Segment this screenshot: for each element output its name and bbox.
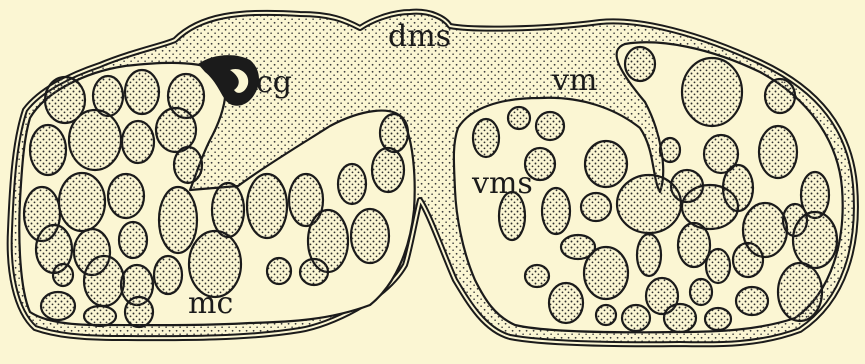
cell-32 [41, 292, 75, 320]
cell-38 [473, 119, 499, 157]
cell-70 [622, 305, 650, 331]
label-vm: vm [551, 63, 597, 98]
cell-59 [637, 234, 661, 276]
cell-13 [159, 187, 197, 253]
cell-47 [759, 126, 797, 178]
cell-31 [300, 259, 328, 285]
cell-17 [338, 164, 366, 204]
cell-67 [778, 263, 822, 321]
label-vms: vms [471, 166, 533, 201]
cell-28 [154, 256, 182, 294]
cell-7 [122, 121, 154, 163]
cell-8 [156, 108, 196, 152]
cell-11 [59, 173, 105, 231]
cell-72 [705, 308, 731, 330]
cell-34 [125, 297, 153, 327]
cell-15 [247, 174, 287, 238]
cell-71 [664, 304, 696, 332]
cell-33 [84, 306, 116, 326]
cell-58 [584, 247, 628, 299]
cell-22 [119, 222, 147, 258]
cell-68 [549, 283, 583, 323]
cell-5 [30, 125, 66, 175]
cell-52 [581, 193, 611, 221]
cell-24 [351, 209, 389, 263]
cell-25 [53, 264, 73, 286]
cell-19 [372, 148, 404, 192]
cell-65 [706, 249, 730, 283]
cell-35 [625, 47, 655, 81]
cell-43 [660, 138, 680, 162]
cell-26 [84, 256, 124, 306]
cell-61 [733, 243, 763, 277]
label-mc: mc [188, 286, 233, 321]
cell-39 [508, 107, 530, 129]
cell-36 [682, 58, 742, 126]
cell-64 [690, 279, 712, 305]
cell-51 [542, 188, 570, 234]
cell-3 [125, 70, 159, 114]
cell-37 [765, 79, 795, 113]
cell-62 [525, 265, 549, 287]
cell-53 [617, 175, 681, 233]
cell-40 [536, 112, 564, 140]
cell-69 [596, 305, 616, 325]
cell-12 [108, 174, 144, 218]
cell-9 [174, 147, 202, 183]
label-cg: cg [256, 65, 292, 100]
cell-60 [678, 223, 710, 267]
cell-66 [736, 287, 768, 315]
cell-6 [69, 110, 121, 170]
label-dms: dms [388, 19, 451, 54]
cell-14 [212, 183, 244, 237]
cell-30 [267, 258, 291, 284]
cell-18 [380, 114, 408, 152]
cell-42 [585, 141, 627, 187]
cell-56 [793, 212, 837, 268]
